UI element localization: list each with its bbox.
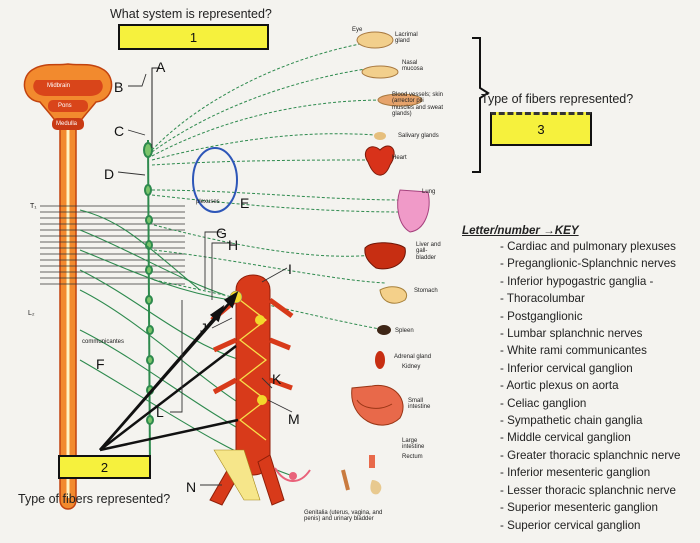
system-question: What system is represented? <box>110 7 272 21</box>
organ-kidney: Kidney <box>402 364 421 370</box>
key-item: - Aortic plexus on aorta <box>500 379 619 393</box>
key-item: - Middle cervical ganglion <box>500 431 631 445</box>
midbrain-label: Midbrain <box>47 83 71 89</box>
organ-large-intestine: Large intestine <box>402 438 425 451</box>
organ-adrenal: Adrenal gland <box>394 354 432 360</box>
pons-label: Pons <box>58 103 72 109</box>
bracket-left <box>151 67 160 148</box>
answer-arrows <box>99 291 239 452</box>
letter-pointer-lines <box>117 73 293 486</box>
letter-d: D <box>104 166 115 182</box>
letter-a: A <box>156 59 166 75</box>
organ-eye: Eye <box>352 27 363 33</box>
key-item: - Inferior hypogastric ganglia - <box>500 274 654 288</box>
organ-rectum: Rectum <box>402 454 423 460</box>
organ-spleen: Spleen <box>395 328 414 334</box>
fibers-question-right: Type of fibers represented? <box>481 92 634 106</box>
key-item: - Inferior mesenteric ganglion <box>500 466 651 480</box>
key-item: - Cardiac and pulmonary plexuses <box>500 240 676 253</box>
key-item: - Thoracolumbar <box>500 292 585 306</box>
letter-b: B <box>114 79 124 95</box>
answer-box-3[interactable]: 3 <box>490 112 592 146</box>
letter-i: I <box>288 261 292 277</box>
organ-genitalia: Genitalia (uterus, vagina, and penis) an… <box>304 510 383 523</box>
spinal-cord <box>23 63 113 510</box>
letter-k: K <box>272 371 282 387</box>
organ-small-intestine: Small intestine <box>408 398 431 411</box>
communicantes-label: communicantes <box>82 339 125 345</box>
answer-box-1-value: 1 <box>189 29 198 45</box>
key-item: - Postganglionic <box>500 309 583 323</box>
organ-salivary: Salivary glands <box>398 133 439 139</box>
organ-liver: Liver and gall-bladder <box>416 242 441 261</box>
key-header: Letter/number →KEY <box>462 224 579 237</box>
organ-lung: Lung <box>422 189 436 195</box>
key-item: - Lesser thoracic splanchnic nerve <box>500 483 676 497</box>
letter-h: H <box>228 237 239 253</box>
organ-heart: Heart <box>392 155 407 161</box>
thoracolumbar-outflow <box>40 205 185 285</box>
letter-l: L <box>156 404 164 420</box>
key-item: - Preganglionic-Splanchnic nerves <box>500 257 676 271</box>
t1-label: T₁ <box>30 203 37 210</box>
letter-j: J <box>200 320 207 336</box>
organ-lacrimal: Lacrimal gland <box>395 32 418 45</box>
bracket-right <box>472 37 490 173</box>
fibers-question-left: Type of fibers represented? <box>18 492 171 506</box>
organ-drawings <box>274 31 430 495</box>
key-item: - Lumbar splanchnic nerves <box>500 327 643 341</box>
answer-box-2[interactable]: 2 <box>58 455 151 479</box>
letter-e: E <box>240 195 250 211</box>
plexus-circle <box>192 147 238 213</box>
key-item: - Inferior cervical ganglion <box>500 361 633 375</box>
l2-label: L₂ <box>28 310 35 317</box>
answer-box-1[interactable]: 1 <box>118 24 269 50</box>
letter-f: F <box>96 356 105 372</box>
letter-g: G <box>216 225 227 241</box>
plexuses-label: plexuses <box>196 199 220 205</box>
key-item: - Sympathetic chain ganglia <box>500 414 643 428</box>
medulla-label: Medulla <box>56 121 78 127</box>
key-item: - White rami communicantes <box>500 344 647 358</box>
letter-m: M <box>288 411 300 427</box>
letter-c: C <box>114 123 125 139</box>
answer-box-3-value: 3 <box>537 122 545 137</box>
organ-stomach: Stomach <box>414 288 438 294</box>
postganglionic-fibers <box>151 43 406 331</box>
key-item: - Celiac ganglion <box>500 396 587 410</box>
organ-blood-vessels: Blood vessels; skin (arrector pili muscl… <box>392 92 444 117</box>
answer-key: Letter/number →KEY - Cardiac and pulmona… <box>462 224 680 534</box>
sympathetic-chain <box>143 139 154 471</box>
key-item: - Superior cervical ganglion <box>500 518 641 532</box>
key-item: - Superior mesenteric ganglion <box>500 501 658 515</box>
key-item: - Greater thoracic splanchnic nerve <box>500 448 681 462</box>
organ-nasal: Nasal mucosa <box>402 60 424 73</box>
letter-n: N <box>186 479 197 495</box>
answer-box-2-value: 2 <box>100 459 109 475</box>
